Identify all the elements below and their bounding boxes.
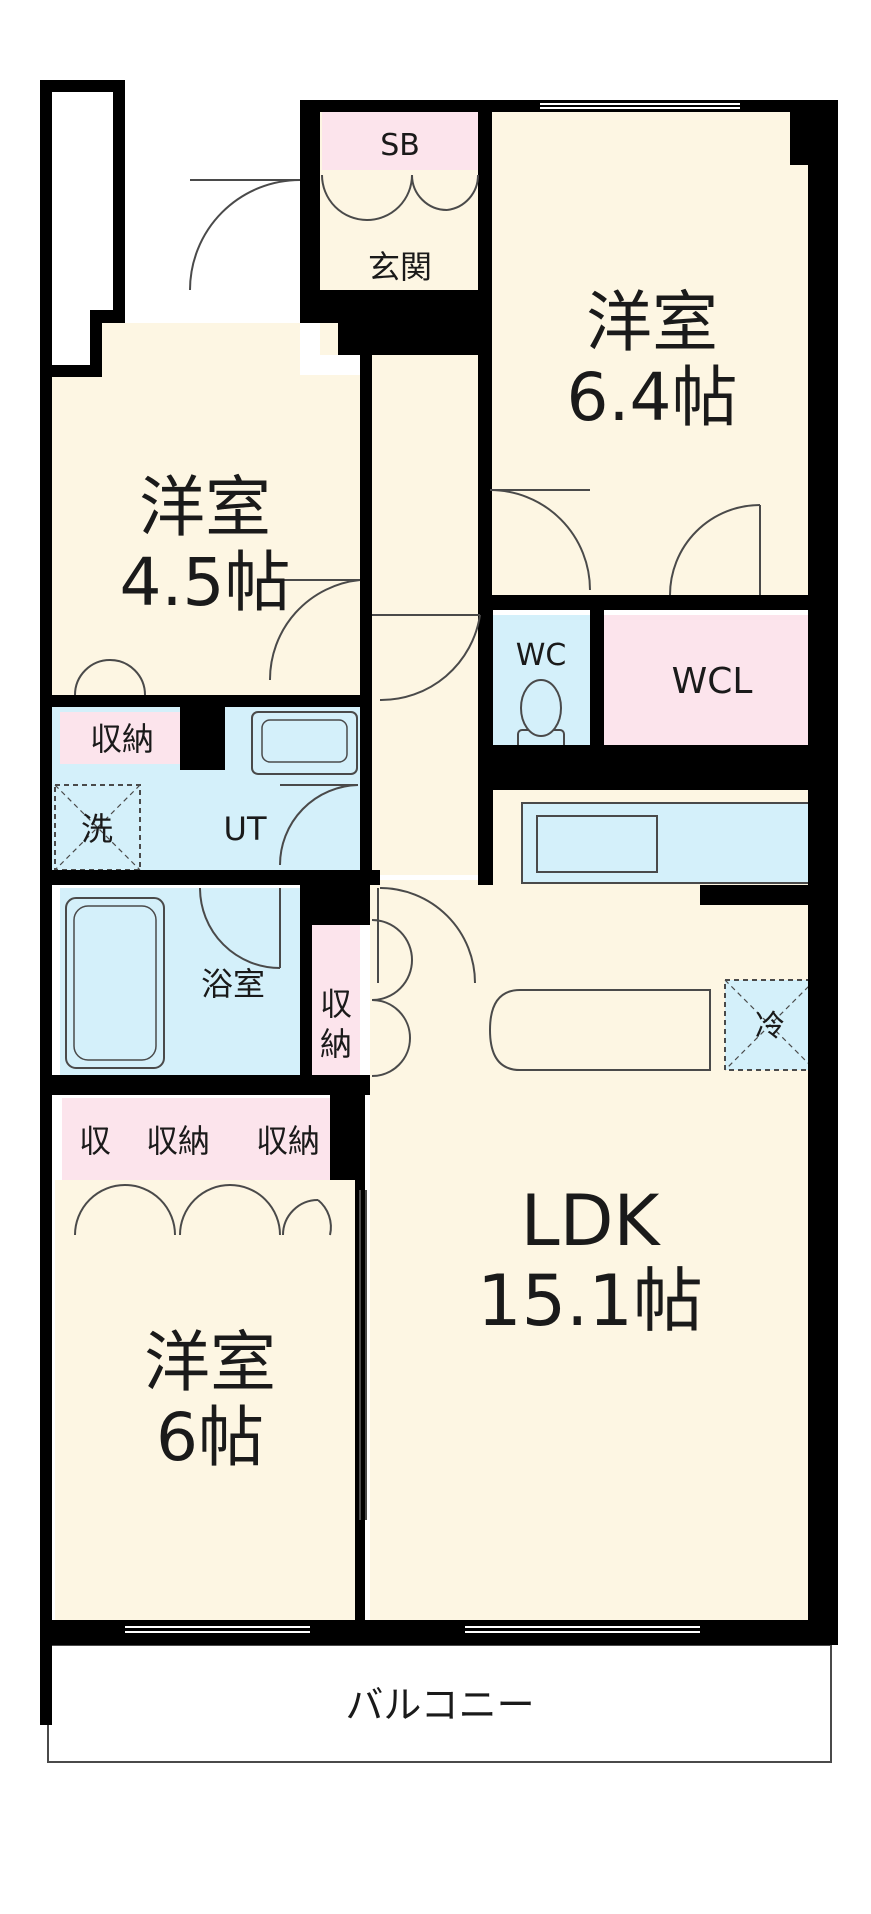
doors	[74, 174, 761, 1520]
balcony	[47, 1644, 832, 1763]
storage-b-box	[312, 920, 360, 1075]
label-genkan: 玄関	[368, 248, 432, 286]
kitchen-island	[488, 989, 711, 1071]
label-storage-c1: 収	[79, 1122, 111, 1160]
label-bath: 浴室	[201, 965, 265, 1003]
toilet-bowl	[520, 679, 562, 737]
label-western-6-name: 洋室	[144, 1324, 276, 1401]
label-western-6-size: 6帖	[156, 1399, 264, 1476]
label-ldk-size: 15.1帖	[477, 1260, 703, 1342]
wcl-box	[604, 615, 820, 747]
room-western-6	[55, 1180, 365, 1630]
label-storage-c3: 収納	[256, 1122, 320, 1160]
room-western-45	[50, 375, 365, 700]
label-western-45-size: 4.5帖	[120, 544, 291, 621]
label-storage-c2: 収納	[146, 1122, 210, 1160]
label-western-64-size: 6.4帖	[567, 359, 738, 436]
label-wc: WC	[516, 638, 567, 673]
storage-c-box	[62, 1098, 337, 1180]
wash-basin	[251, 711, 358, 775]
label-wcl: WCL	[672, 661, 753, 702]
label-fridge: 冷	[755, 1009, 785, 1044]
alcove-top-left	[90, 323, 300, 375]
label-ldk-name: LDK	[521, 1180, 662, 1262]
shoe-box	[322, 112, 478, 170]
windows	[125, 103, 740, 1633]
bathtub	[65, 897, 165, 1069]
label-washer: 洗	[81, 810, 113, 848]
walls	[40, 80, 838, 1725]
storage-a-cover	[60, 712, 190, 764]
label-western-64-name: 洋室	[586, 284, 718, 361]
label-western-45-name: 洋室	[139, 469, 271, 546]
label-ut: UT	[224, 810, 267, 848]
label-storage-b2: 納	[320, 1025, 352, 1063]
kitchen-sink	[536, 815, 658, 873]
label-storage-b1: 収	[320, 985, 352, 1023]
label-storage-a: 収納	[90, 720, 154, 758]
label-sb: SB	[380, 128, 420, 163]
label-balcony: バルコニー	[345, 1683, 534, 1727]
